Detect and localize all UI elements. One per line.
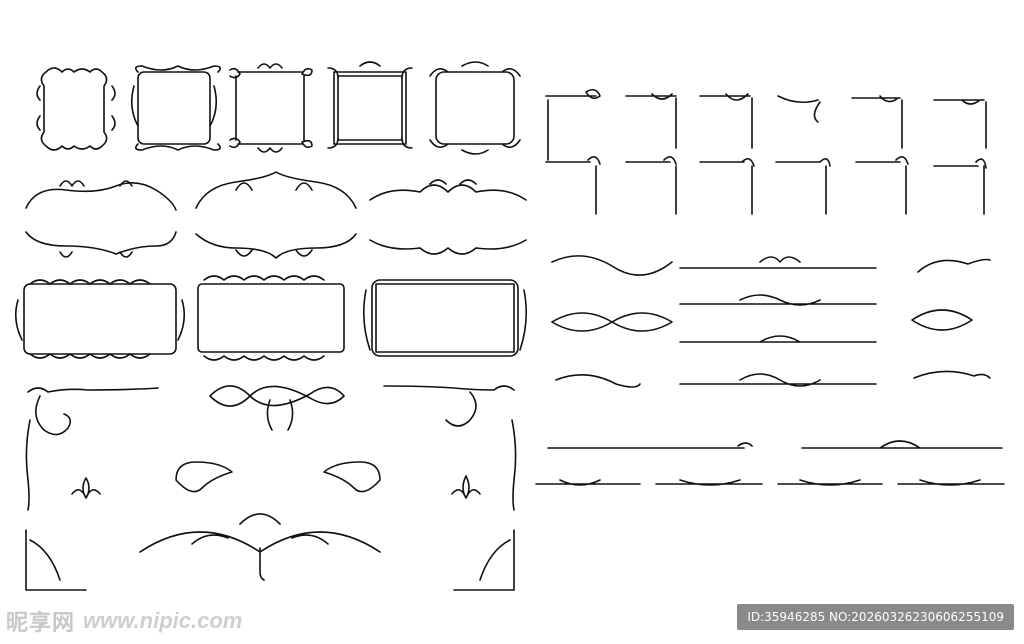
rectangle-frame-1 [23,283,177,355]
swirl-ornament-left [175,461,233,493]
square-frame-5 [435,71,515,145]
square-frame-1 [40,67,108,151]
watermark-logo: 昵享网 [6,610,76,635]
swash-dividers [535,255,1005,486]
corner-ornament-tl [25,387,159,511]
rectangle-frames [14,275,528,361]
crest-flourish [139,513,381,581]
rectangle-frame-2 [197,283,345,353]
watermark-id-badge: ID:35946285 NO:20260326230606255109 [737,604,1014,630]
corner-ornament-br [453,529,515,591]
watermark-left: 昵享网 www.nipic.com [6,606,242,636]
square-frame-4 [333,71,407,145]
square-frame-3 [235,71,305,145]
rectangle-frame-3 [371,279,519,357]
corner-ornament-tr [383,385,517,511]
corner-ornament-bl [25,529,87,591]
fleur-de-lis-left [71,477,101,499]
swirl-ornament-right [323,461,381,493]
corner-pieces [545,88,987,215]
divider-flourishes-left [25,171,527,259]
square-frame-2 [137,71,211,145]
fleur-de-lis-right [451,475,481,499]
infinity-flourish [209,385,345,431]
ornament-cluster [25,385,517,591]
watermark-site: www.nipic.com [83,608,243,633]
square-frames [36,61,521,155]
